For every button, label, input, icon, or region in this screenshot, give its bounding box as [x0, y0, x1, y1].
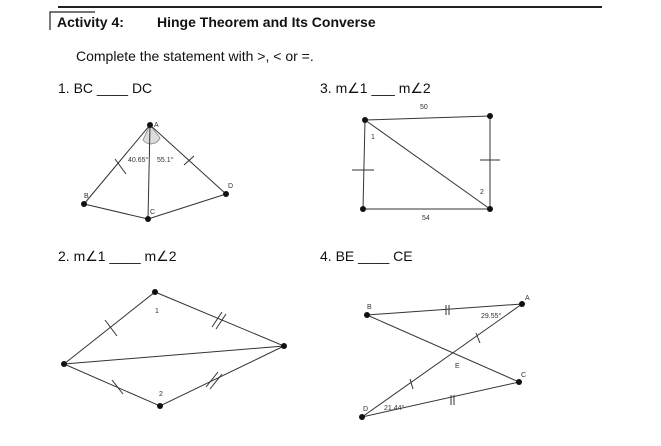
- figure-4: [361, 303, 523, 418]
- side-label: 50: [420, 104, 428, 111]
- angle-label: 21.44°: [384, 404, 405, 412]
- point-b-label: B: [84, 193, 89, 200]
- point-c-label: C: [150, 209, 155, 216]
- point-e-label: E: [455, 363, 460, 370]
- angle-label: 2: [480, 189, 484, 196]
- question-1: 1. BC ____ DC: [58, 80, 153, 96]
- angle-label: 40.65°: [128, 156, 149, 164]
- angle-label: 55.1°: [157, 156, 174, 164]
- top-rule: [58, 6, 602, 8]
- angle-label: 1: [155, 308, 159, 315]
- point-b-label: B: [367, 304, 372, 311]
- point-d-label: D: [363, 406, 368, 413]
- figure-3: [352, 115, 500, 210]
- point-c-label: C: [521, 372, 526, 379]
- point-a-label: A: [525, 295, 530, 302]
- instruction: Complete the statement with >, < or =.: [76, 48, 314, 64]
- figure-1: [83, 124, 227, 220]
- point-d-label: D: [228, 183, 233, 190]
- angle-label: 1: [371, 134, 375, 141]
- figure-2: [63, 291, 286, 407]
- question-4: 4. BE ____ CE: [320, 248, 413, 264]
- angle-label: 29.55°: [481, 312, 502, 320]
- question-3: 3. m∠1 ___ m∠2: [320, 80, 431, 96]
- side-label: 54: [422, 215, 430, 222]
- page-title: Hinge Theorem and Its Converse: [157, 14, 376, 30]
- point-a-label: A: [154, 122, 159, 129]
- question-2: 2. m∠1 ____ m∠2: [58, 248, 177, 264]
- angle-label: 2: [159, 391, 163, 398]
- activity-label: Activity 4:: [57, 14, 124, 30]
